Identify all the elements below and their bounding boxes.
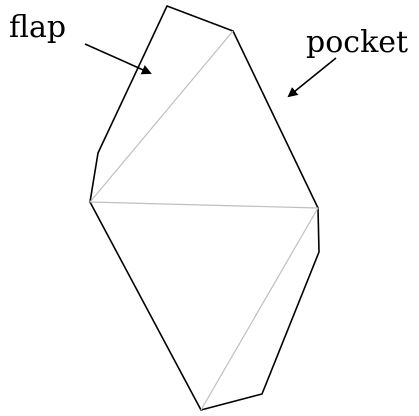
fold-line-lower [200, 207, 319, 411]
fold-line-upper [89, 30, 234, 203]
pocket-arrow [287, 57, 337, 98]
shape-outline [89, 5, 320, 411]
fold-line-middle [89, 201, 319, 209]
flap-arrow [84, 43, 152, 75]
pocket-label: pocket [306, 25, 408, 60]
flap-label: flap [9, 10, 66, 45]
